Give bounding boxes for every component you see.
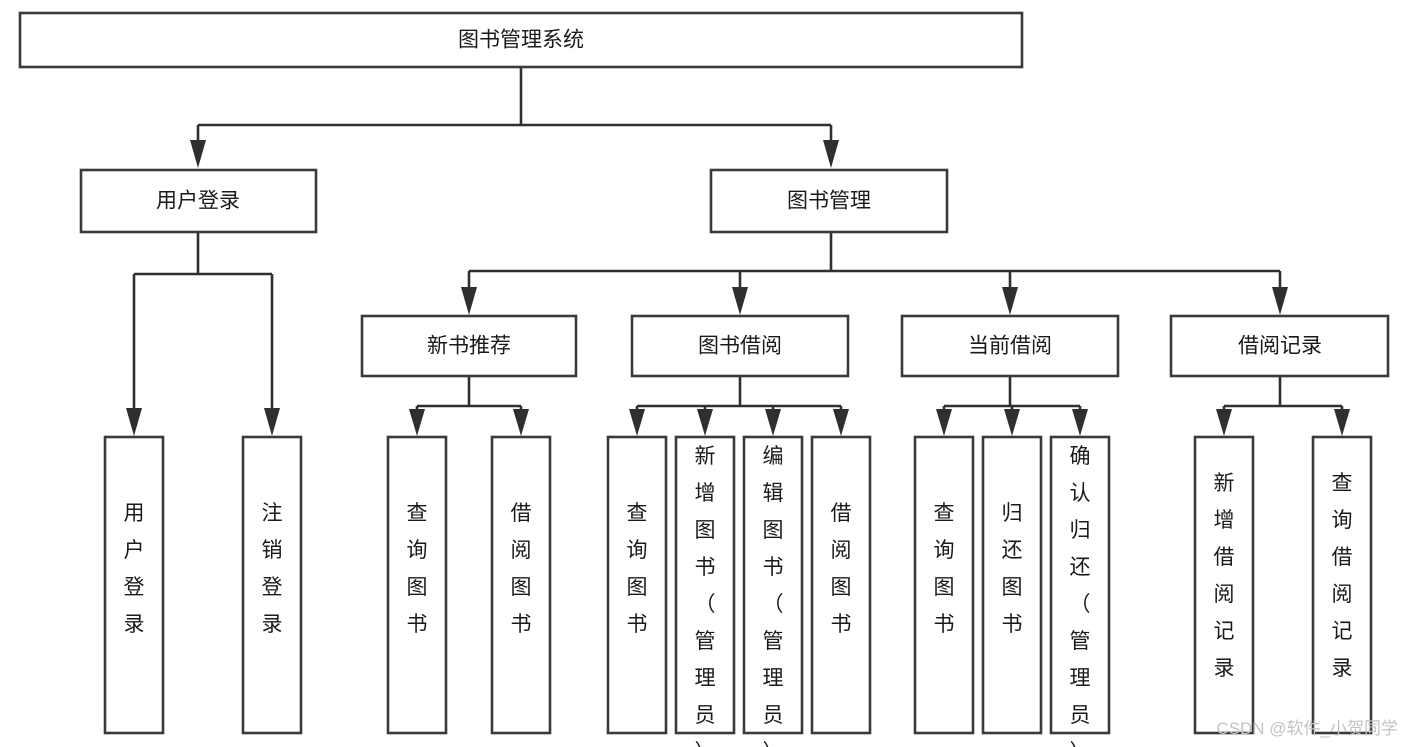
node-leaf-add-record-box[interactable] (1193, 435, 1255, 735)
node-root-label: 图书管理系统 (458, 29, 584, 52)
arrowhead-leaf-user-login (126, 408, 142, 436)
node-leaf-query-book-2[interactable]: 查询图书 (606, 435, 668, 735)
node-leaf-logout-login-box[interactable] (241, 435, 303, 735)
node-current-borrow-label: 当前借阅 (968, 335, 1052, 358)
node-current-borrow-box[interactable] (900, 314, 1120, 378)
node-leaf-edit-book[interactable]: 编辑图书（管理员） (742, 435, 804, 747)
node-leaf-confirm-return[interactable]: 确认归还（管理员） (1049, 435, 1111, 747)
node-leaf-add-book-label: 新增图书（管理员） (695, 445, 716, 747)
node-leaf-query-book-2-box[interactable] (606, 435, 668, 735)
node-user-login-box[interactable] (79, 168, 318, 234)
arrowhead-leaf-add-record (1216, 409, 1232, 436)
node-leaf-borrow-book-2[interactable]: 借阅图书 (810, 435, 872, 735)
node-leaf-add-record-label: 新增借阅记录 (1214, 472, 1235, 680)
arrowhead-leaf-query-record (1334, 409, 1350, 436)
node-leaf-edit-book-label: 编辑图书（管理员） (763, 445, 784, 747)
node-leaf-query-book-3[interactable]: 查询图书 (913, 435, 975, 735)
arrowhead-leaf-return-book (1004, 409, 1020, 436)
arrowhead-borrow-record (1272, 287, 1288, 315)
node-leaf-query-book-1[interactable]: 查询图书 (386, 435, 448, 735)
node-new-book-rec-box[interactable] (360, 314, 578, 378)
node-leaf-return-book[interactable]: 归还图书 (981, 435, 1043, 735)
arrowhead-leaf-query-book-3 (936, 409, 952, 436)
node-leaf-query-book-3-box[interactable] (913, 435, 975, 735)
node-leaf-add-record[interactable]: 新增借阅记录 (1193, 435, 1255, 735)
node-book-borrow[interactable]: 图书借阅 (630, 314, 850, 378)
node-leaf-add-book[interactable]: 新增图书（管理员） (674, 435, 736, 747)
node-leaf-borrow-book-1[interactable]: 借阅图书 (490, 435, 552, 735)
node-borrow-record-label: 借阅记录 (1238, 335, 1322, 358)
arrowhead-leaf-add-book (697, 409, 713, 436)
node-book-manage-box[interactable] (709, 168, 949, 234)
node-borrow-record[interactable]: 借阅记录 (1169, 314, 1390, 378)
arrowhead-leaf-edit-book (765, 409, 781, 436)
arrowhead-leaf-borrow-book-2 (833, 409, 849, 436)
node-book-manage-label: 图书管理 (787, 190, 871, 213)
node-current-borrow[interactable]: 当前借阅 (900, 314, 1120, 378)
arrowhead-book-manage (823, 140, 839, 168)
arrowhead-current-borrow (1002, 287, 1018, 315)
node-leaf-query-record[interactable]: 查询借阅记录 (1311, 435, 1373, 735)
node-new-book-rec-label: 新书推荐 (427, 335, 511, 358)
node-leaf-borrow-book-2-label: 借阅图书 (831, 502, 852, 636)
node-new-book-rec[interactable]: 新书推荐 (360, 314, 578, 378)
node-leaf-logout-login[interactable]: 注销登录 (241, 435, 303, 735)
watermark-label: CSDN @软件_小贺同学 (1216, 719, 1398, 738)
arrowhead-leaf-query-book-1 (409, 409, 425, 436)
node-borrow-record-box[interactable] (1169, 314, 1390, 378)
node-leaf-confirm-return-box[interactable] (1049, 435, 1111, 735)
node-leaf-edit-book-box[interactable] (742, 435, 804, 735)
node-leaf-query-book-1-label: 查询图书 (407, 502, 428, 636)
node-leaf-logout-login-label: 注销登录 (262, 502, 283, 636)
node-root[interactable]: 图书管理系统 (18, 11, 1024, 69)
connector-layer (126, 67, 1350, 436)
arrowhead-new-book-rec (461, 287, 477, 315)
node-leaf-return-book-label: 归还图书 (1002, 502, 1023, 636)
node-leaf-query-book-1-box[interactable] (386, 435, 448, 735)
node-book-borrow-box[interactable] (630, 314, 850, 378)
node-leaf-query-record-box[interactable] (1311, 435, 1373, 735)
node-leaf-return-book-box[interactable] (981, 435, 1043, 735)
arrowhead-book-borrow (732, 287, 748, 315)
node-leaf-confirm-return-label: 确认归还（管理员） (1070, 445, 1091, 747)
node-leaf-query-book-2-label: 查询图书 (627, 502, 648, 636)
node-leaf-borrow-book-2-box[interactable] (810, 435, 872, 735)
node-user-login[interactable]: 用户登录 (79, 168, 318, 234)
arrowhead-user-login (190, 140, 206, 168)
node-leaf-borrow-book-1-label: 借阅图书 (511, 502, 532, 636)
arrowhead-leaf-logout-login (264, 408, 280, 436)
node-book-borrow-label: 图书借阅 (698, 335, 782, 358)
node-book-manage[interactable]: 图书管理 (709, 168, 949, 234)
node-leaf-user-login-box[interactable] (103, 435, 165, 735)
node-leaf-borrow-book-1-box[interactable] (490, 435, 552, 735)
node-leaf-query-record-label: 查询借阅记录 (1332, 472, 1353, 680)
node-root-box[interactable] (18, 11, 1024, 69)
arrowhead-leaf-confirm-return (1072, 409, 1088, 436)
node-user-login-label: 用户登录 (156, 190, 240, 213)
node-leaf-user-login-label: 用户登录 (124, 502, 145, 636)
arrowhead-leaf-query-book-2 (629, 409, 645, 436)
node-leaf-query-book-3-label: 查询图书 (934, 502, 955, 636)
node-leaf-add-book-box[interactable] (674, 435, 736, 735)
arrowhead-leaf-borrow-book-1 (513, 409, 529, 436)
node-leaf-user-login[interactable]: 用户登录 (103, 435, 165, 735)
